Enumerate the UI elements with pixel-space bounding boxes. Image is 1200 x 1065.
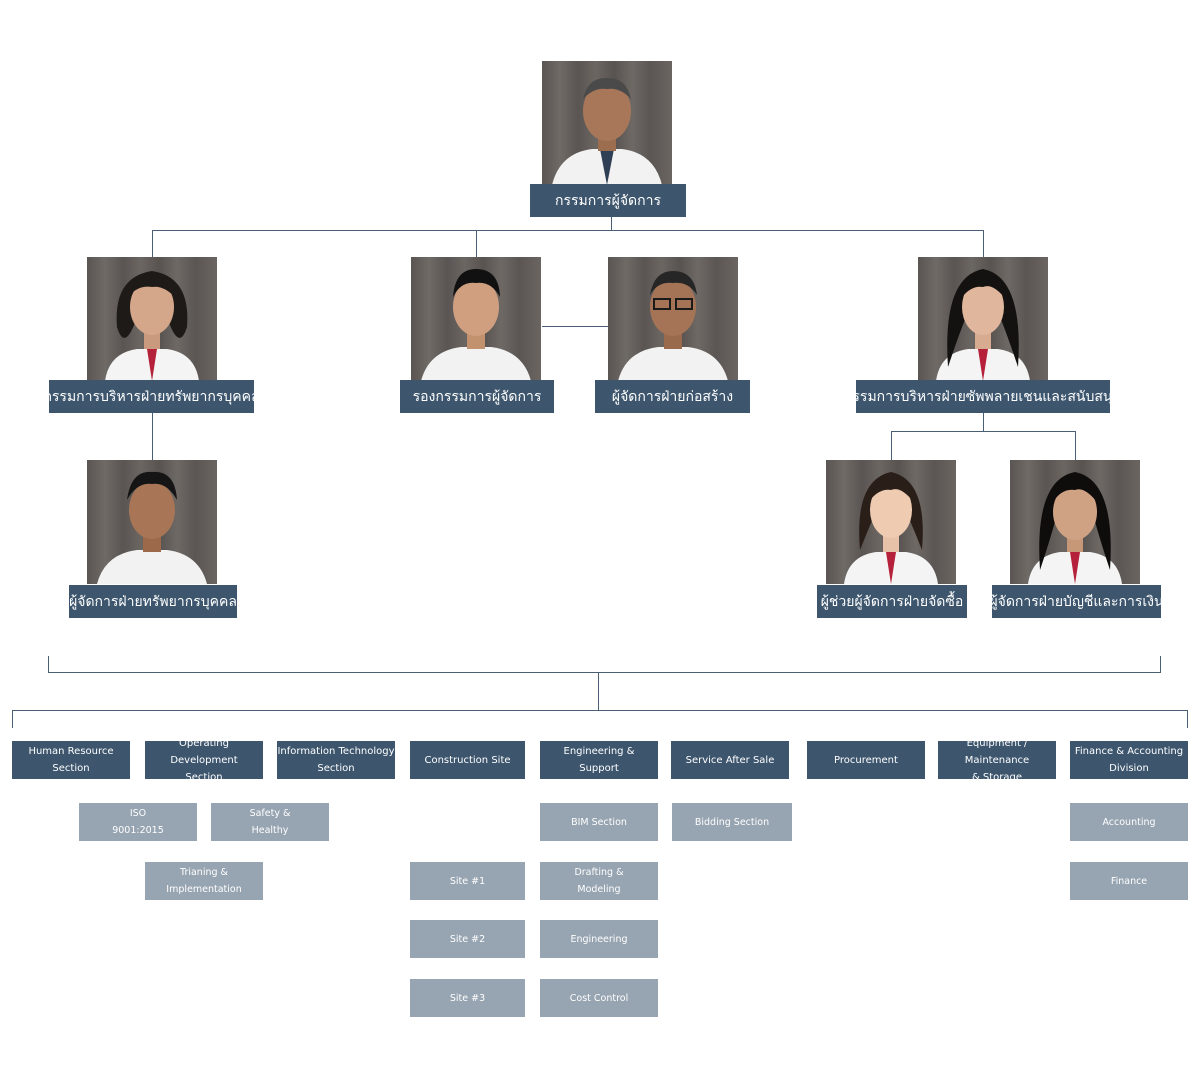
section-hr: Human Resource Section [12,741,130,779]
section-label: Operating Development Section [170,737,238,783]
section-label: Service After Sale [685,754,775,766]
subsection-engineering: Engineering [540,920,658,958]
subsection-label: Engineering [570,933,628,945]
hr-director-title: กรรมการบริหารฝ่ายทรัพยากรบุคคล [43,380,260,413]
section-label: Engineering & Support [563,746,635,774]
subsection-label: Cost Control [569,992,629,1004]
connector-line [983,230,984,257]
section-label: Equipment / Maintenance & Storage [964,737,1030,783]
connector-line [152,230,984,231]
section-service-after-sale: Service After Sale [671,741,789,779]
subsection-iso: ISO 9001:2015 [79,803,197,841]
supply-director-title: กรรมการบริหารฝ่ายซัพพลายเชนและสนับสนุน [844,380,1122,413]
connector-line [983,413,984,431]
section-procurement: Procurement [807,741,925,779]
connector-line [152,230,153,257]
subsection-drafting: Drafting & Modeling [540,862,658,900]
connector-line [1160,656,1161,673]
connector-line [152,413,153,460]
connector-line [48,656,49,673]
connector-line [476,230,477,257]
connector-line [542,326,608,327]
finance-manager-photo [1010,460,1140,584]
section-label: Finance & Accounting Division [1074,746,1184,774]
hr-director-photo [87,257,217,381]
connector-line [891,431,892,460]
section-label: Construction Site [424,754,511,766]
deputy-md-title: รองกรรมการผู้จัดการ [400,380,554,413]
section-engineering-support: Engineering & Support [540,741,658,779]
connector-line [598,672,599,710]
subsection-label: Site #3 [449,992,486,1004]
subsection-bidding: Bidding Section [672,803,792,841]
subsection-label: Trianing & Implementation [166,867,242,895]
section-construction-site: Construction Site [410,741,525,779]
finance-manager-title: ผู้จัดการฝ่ายบัญชีและการเงิน [989,585,1164,618]
subsection-cost-control: Cost Control [540,979,658,1017]
section-label: Human Resource Section [28,746,114,774]
subsection-label: Safety & Healthy [249,808,291,836]
subsection-safety: Safety & Healthy [211,803,329,841]
connector-line [891,431,1076,432]
section-operating-development: Operating Development Section [145,738,263,783]
construction-manager-photo [608,257,738,381]
subsection-label: Bidding Section [694,816,770,828]
md-title: กรรมการผู้จัดการ [530,184,686,217]
subsection-label: Drafting & Modeling [574,867,624,895]
connector-line [611,216,612,231]
section-label: Information Technology Section [277,746,395,774]
subsection-training: Trianing & Implementation [145,862,263,900]
hr-manager-title: ผู้จัดการฝ่ายทรัพยากรบุคคล [69,585,237,618]
subsection-label: ISO 9001:2015 [112,808,164,836]
subsection-label: Accounting [1102,816,1156,828]
subsection-site-1: Site #1 [410,862,525,900]
connector-line [48,672,1161,673]
subsection-accounting: Accounting [1070,803,1188,841]
subsection-site-3: Site #3 [410,979,525,1017]
connector-line [1187,710,1188,728]
section-it: Information Technology Section [277,741,395,779]
connector-line [12,710,13,728]
subsection-label: Finance [1110,875,1148,887]
subsection-label: BIM Section [571,816,627,828]
connector-line [12,710,1188,711]
subsection-label: Site #1 [449,875,486,887]
hr-manager-photo [87,460,217,584]
deputy-md-photo [411,257,541,381]
connector-line [1075,431,1076,460]
procurement-asst-photo [826,460,956,584]
section-label: Procurement [834,754,898,766]
construction-manager-title: ผู้จัดการฝ่ายก่อสร้าง [595,380,750,413]
procurement-asst-title: ผู้ช่วยผู้จัดการฝ่ายจัดซื้อ [817,585,967,618]
subsection-site-2: Site #2 [410,920,525,958]
section-equipment: Equipment / Maintenance & Storage [938,738,1056,783]
md-photo [542,61,672,185]
subsection-finance: Finance [1070,862,1188,900]
subsection-label: Site #2 [449,933,486,945]
supply-director-photo [918,257,1048,381]
subsection-bim: BIM Section [540,803,658,841]
section-finance-accounting: Finance & Accounting Division [1070,741,1188,779]
